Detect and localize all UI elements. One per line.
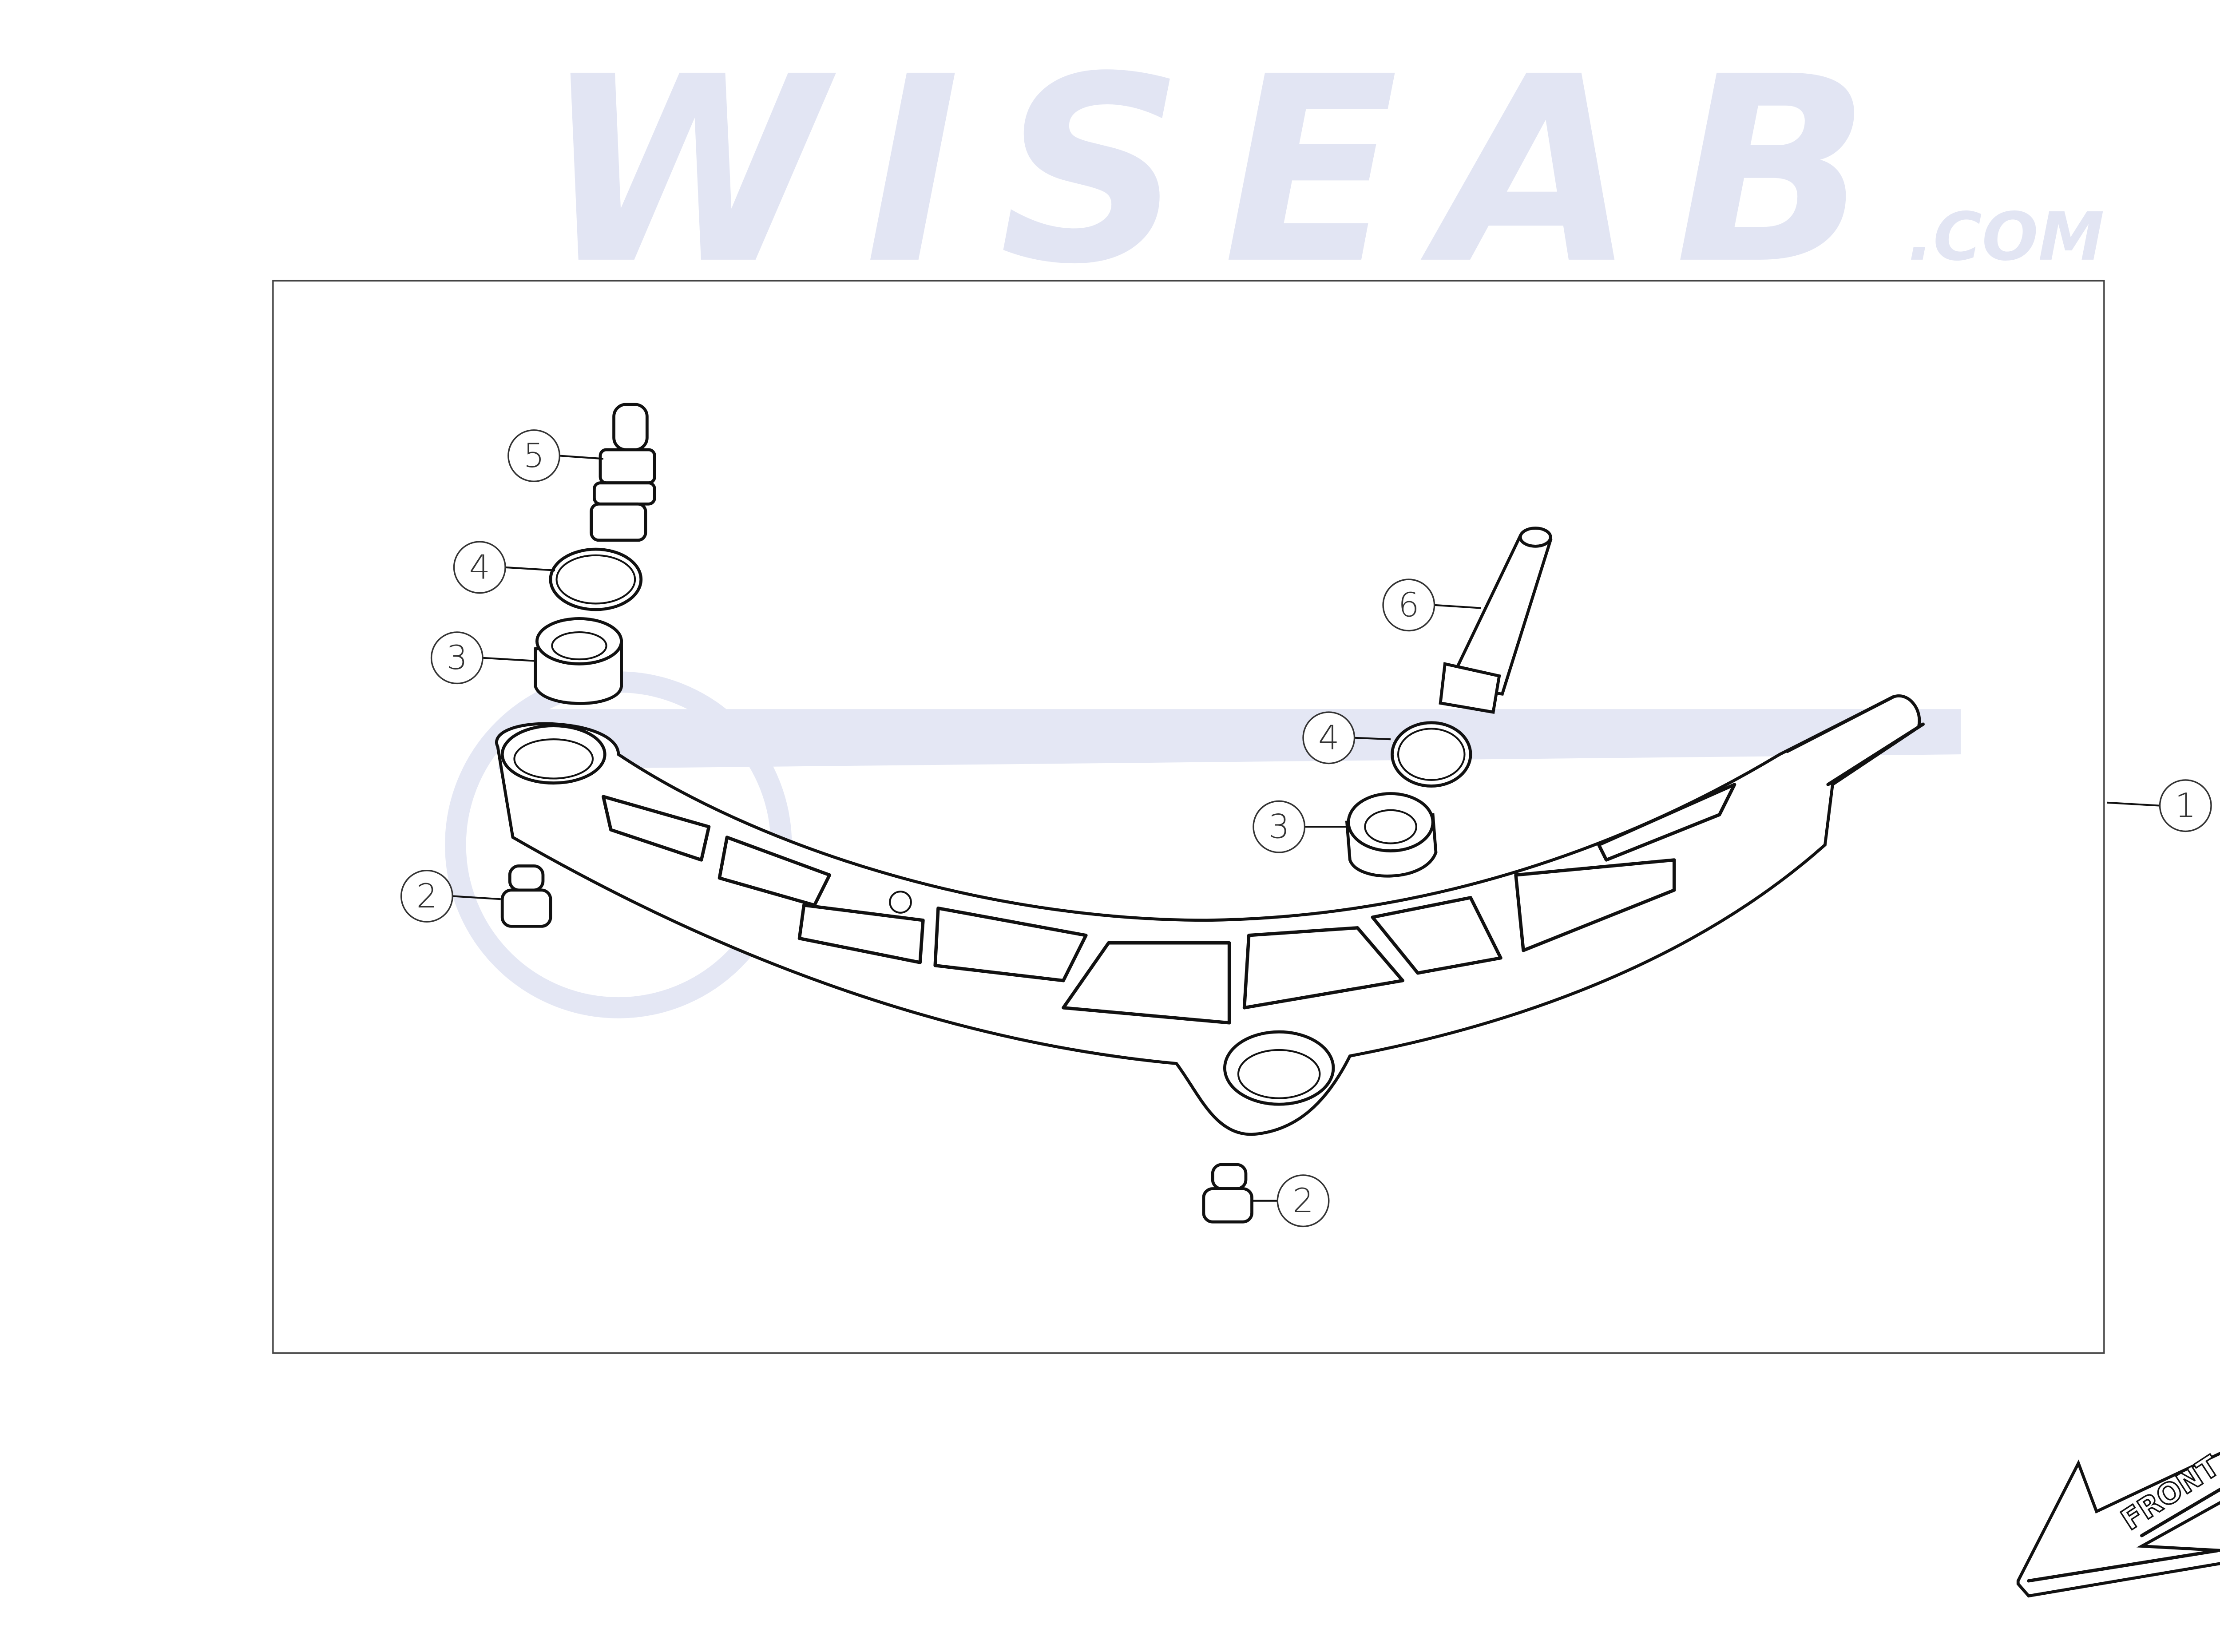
svg-text:2: 2: [416, 877, 438, 915]
callout-4b: 4: [1302, 711, 1356, 765]
diagram-frame: [272, 280, 2105, 1354]
svg-text:4: 4: [1318, 718, 1340, 757]
watermark-lettering: WISEAB .COM: [543, 22, 2105, 321]
callout-2b: 2: [1276, 1174, 1330, 1228]
leader-lines: [452, 455, 2160, 1202]
callout-3a: 3: [430, 631, 484, 685]
plug-part-2a: [500, 864, 552, 928]
svg-text:6: 6: [1398, 586, 1419, 624]
svg-text:2: 2: [1292, 1181, 1314, 1220]
svg-text:4: 4: [469, 548, 490, 586]
watermark-swoosh: [498, 709, 1961, 770]
circlip-part-4b: [1391, 721, 1472, 788]
front-direction-arrow: FRONT: [2016, 1449, 2220, 1598]
bearing-part-3a: [534, 617, 623, 705]
callout-4a: 4: [453, 541, 506, 594]
watermark-text: WISEAB: [543, 22, 1870, 321]
callout-1: 1: [2159, 779, 2212, 832]
circlip-part-4a: [549, 547, 643, 611]
callout-2a: 2: [400, 870, 453, 923]
svg-text:3: 3: [1269, 808, 1290, 846]
svg-text:5: 5: [523, 436, 545, 475]
pin-part-6: [1439, 527, 1553, 714]
plug-part-2b: [1202, 1163, 1253, 1224]
control-arm-part-1: [495, 694, 1925, 1136]
svg-text:1: 1: [2175, 786, 2196, 825]
callout-3b: 3: [1253, 800, 1306, 853]
svg-text:3: 3: [447, 638, 468, 677]
pin-part-5: [590, 403, 656, 542]
callout-6: 6: [1382, 578, 1435, 632]
watermark-suffix: .COM: [1908, 198, 2104, 276]
bearing-part-3b: [1345, 792, 1438, 878]
callout-5: 5: [507, 429, 560, 482]
